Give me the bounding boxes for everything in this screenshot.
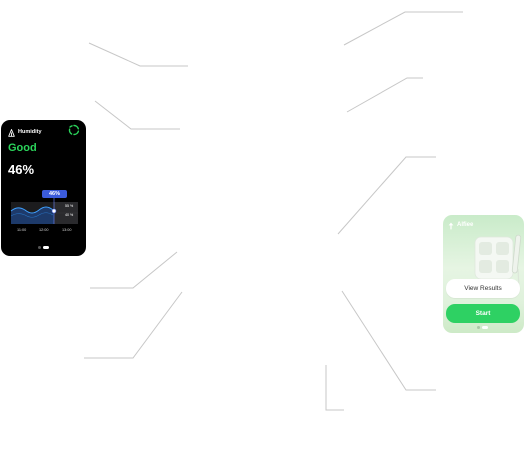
connector-line bbox=[90, 251, 178, 289]
alfiee-watch-screen: Alfiee View Results Start bbox=[443, 215, 524, 333]
connector-line bbox=[337, 156, 436, 235]
scale-pad bbox=[479, 260, 492, 273]
scale-icon bbox=[448, 222, 454, 230]
connector-line bbox=[84, 291, 183, 359]
scale-handle bbox=[511, 234, 522, 274]
current-reading-marker bbox=[51, 208, 57, 214]
humidity-wave-secondary bbox=[10, 212, 54, 218]
current-reading-badge: 46% bbox=[42, 190, 67, 198]
page-indicator bbox=[38, 246, 49, 249]
humidity-wave-line bbox=[10, 206, 55, 214]
humidity-trend-graph bbox=[10, 198, 78, 224]
humidity-watch-screen: Humidity Good 46% 46% 55 % 40 % 11:00 12… bbox=[1, 120, 86, 256]
time-label: 12:00 bbox=[39, 228, 49, 232]
time-label: 11:00 bbox=[17, 228, 27, 232]
humidity-status: Good bbox=[8, 142, 37, 154]
scale-pad bbox=[479, 242, 492, 255]
refresh-icon[interactable] bbox=[68, 124, 80, 136]
band-high-label: 55 % bbox=[65, 204, 74, 208]
time-label: 13:00 bbox=[62, 228, 72, 232]
page-dot-active bbox=[482, 326, 488, 329]
alfiee-title: Alfiee bbox=[457, 222, 474, 228]
scale-pad bbox=[496, 242, 509, 255]
connector-line bbox=[88, 42, 188, 67]
page-dot bbox=[38, 246, 41, 249]
humidity-value: 46% bbox=[8, 162, 35, 177]
scale-icon bbox=[8, 129, 15, 137]
smart-scale-illustration bbox=[474, 234, 522, 290]
connector-line bbox=[343, 11, 463, 46]
page-dot-active bbox=[43, 246, 49, 249]
connector-line bbox=[94, 100, 180, 130]
page-dot bbox=[477, 326, 480, 329]
humidity-title: Humidity bbox=[18, 129, 42, 135]
humidity-header: Humidity bbox=[8, 124, 80, 141]
scale-pad bbox=[496, 260, 509, 273]
page-indicator bbox=[477, 326, 488, 329]
connector-line bbox=[346, 77, 423, 113]
band-low-label: 40 % bbox=[65, 213, 74, 217]
connector-line bbox=[325, 365, 344, 411]
connector-line bbox=[341, 290, 436, 391]
start-button[interactable]: Start bbox=[446, 304, 520, 323]
view-results-button[interactable]: View Results bbox=[446, 279, 520, 298]
humidity-wave-fill bbox=[11, 207, 54, 224]
